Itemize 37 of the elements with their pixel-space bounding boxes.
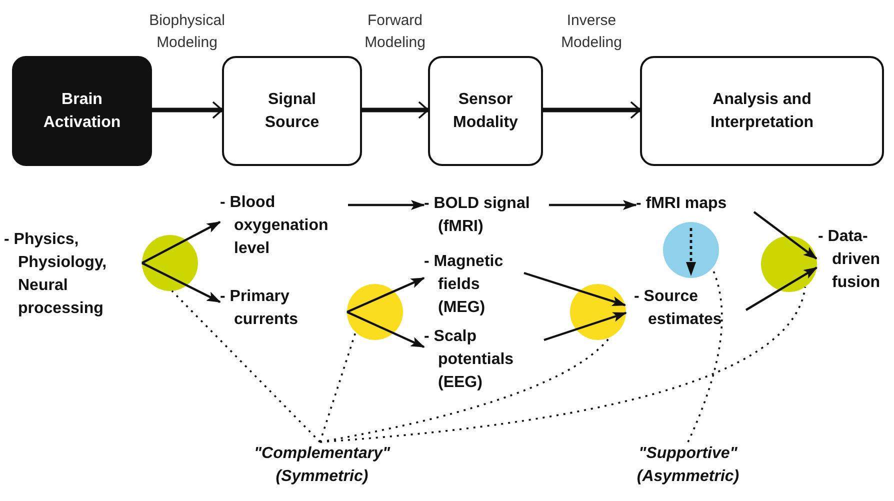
- arrow: [346, 311, 425, 348]
- annotation-text: "Supportive" (Asymmetric): [636, 444, 740, 487]
- arrow: [142, 262, 221, 303]
- arrow: [549, 200, 637, 210]
- arrow: [152, 101, 223, 119]
- list-item-text: - fMRI maps: [636, 194, 727, 214]
- box-label: Brain Activation: [42, 90, 122, 133]
- list-item-text: - Physics, Physiology, Neural processing: [4, 230, 108, 319]
- arrow: [141, 221, 221, 264]
- arrow: [348, 200, 425, 210]
- leader-line: [319, 332, 356, 442]
- list-item-text: - Scalp potentials (EEG): [424, 327, 515, 393]
- list-item-text: - Magnetic fields (MEG): [424, 252, 504, 318]
- list-item-text: - Primary currents: [220, 287, 300, 330]
- leader-line: [171, 290, 321, 443]
- process-box: [428, 56, 543, 166]
- circle-shape: [347, 284, 403, 340]
- box-label: Sensor Modality: [452, 90, 519, 133]
- list-item-text: - Source estimates: [634, 287, 723, 330]
- arrow: [346, 277, 425, 313]
- process-box: [640, 56, 884, 166]
- process-box: [12, 56, 152, 166]
- arrow: [544, 312, 627, 342]
- process-box: [222, 56, 362, 166]
- arrow: [745, 266, 818, 311]
- arrow: [362, 101, 429, 119]
- list-item-text: - BOLD signal (fMRI): [424, 194, 531, 237]
- annotation-text: "Complementary" (Symmetric): [252, 444, 392, 487]
- circle-shape: [142, 235, 198, 291]
- arrow: [543, 101, 641, 119]
- arrow: [753, 211, 818, 260]
- list-item-text: - Blood oxygenation level: [220, 193, 330, 259]
- box-label: Signal Source: [264, 90, 320, 133]
- leader-line: [320, 286, 806, 443]
- arrow: [524, 272, 626, 306]
- list-item-text: - Data-driven fusion: [818, 227, 882, 293]
- box-label: Analysis and Interpretation: [709, 90, 815, 133]
